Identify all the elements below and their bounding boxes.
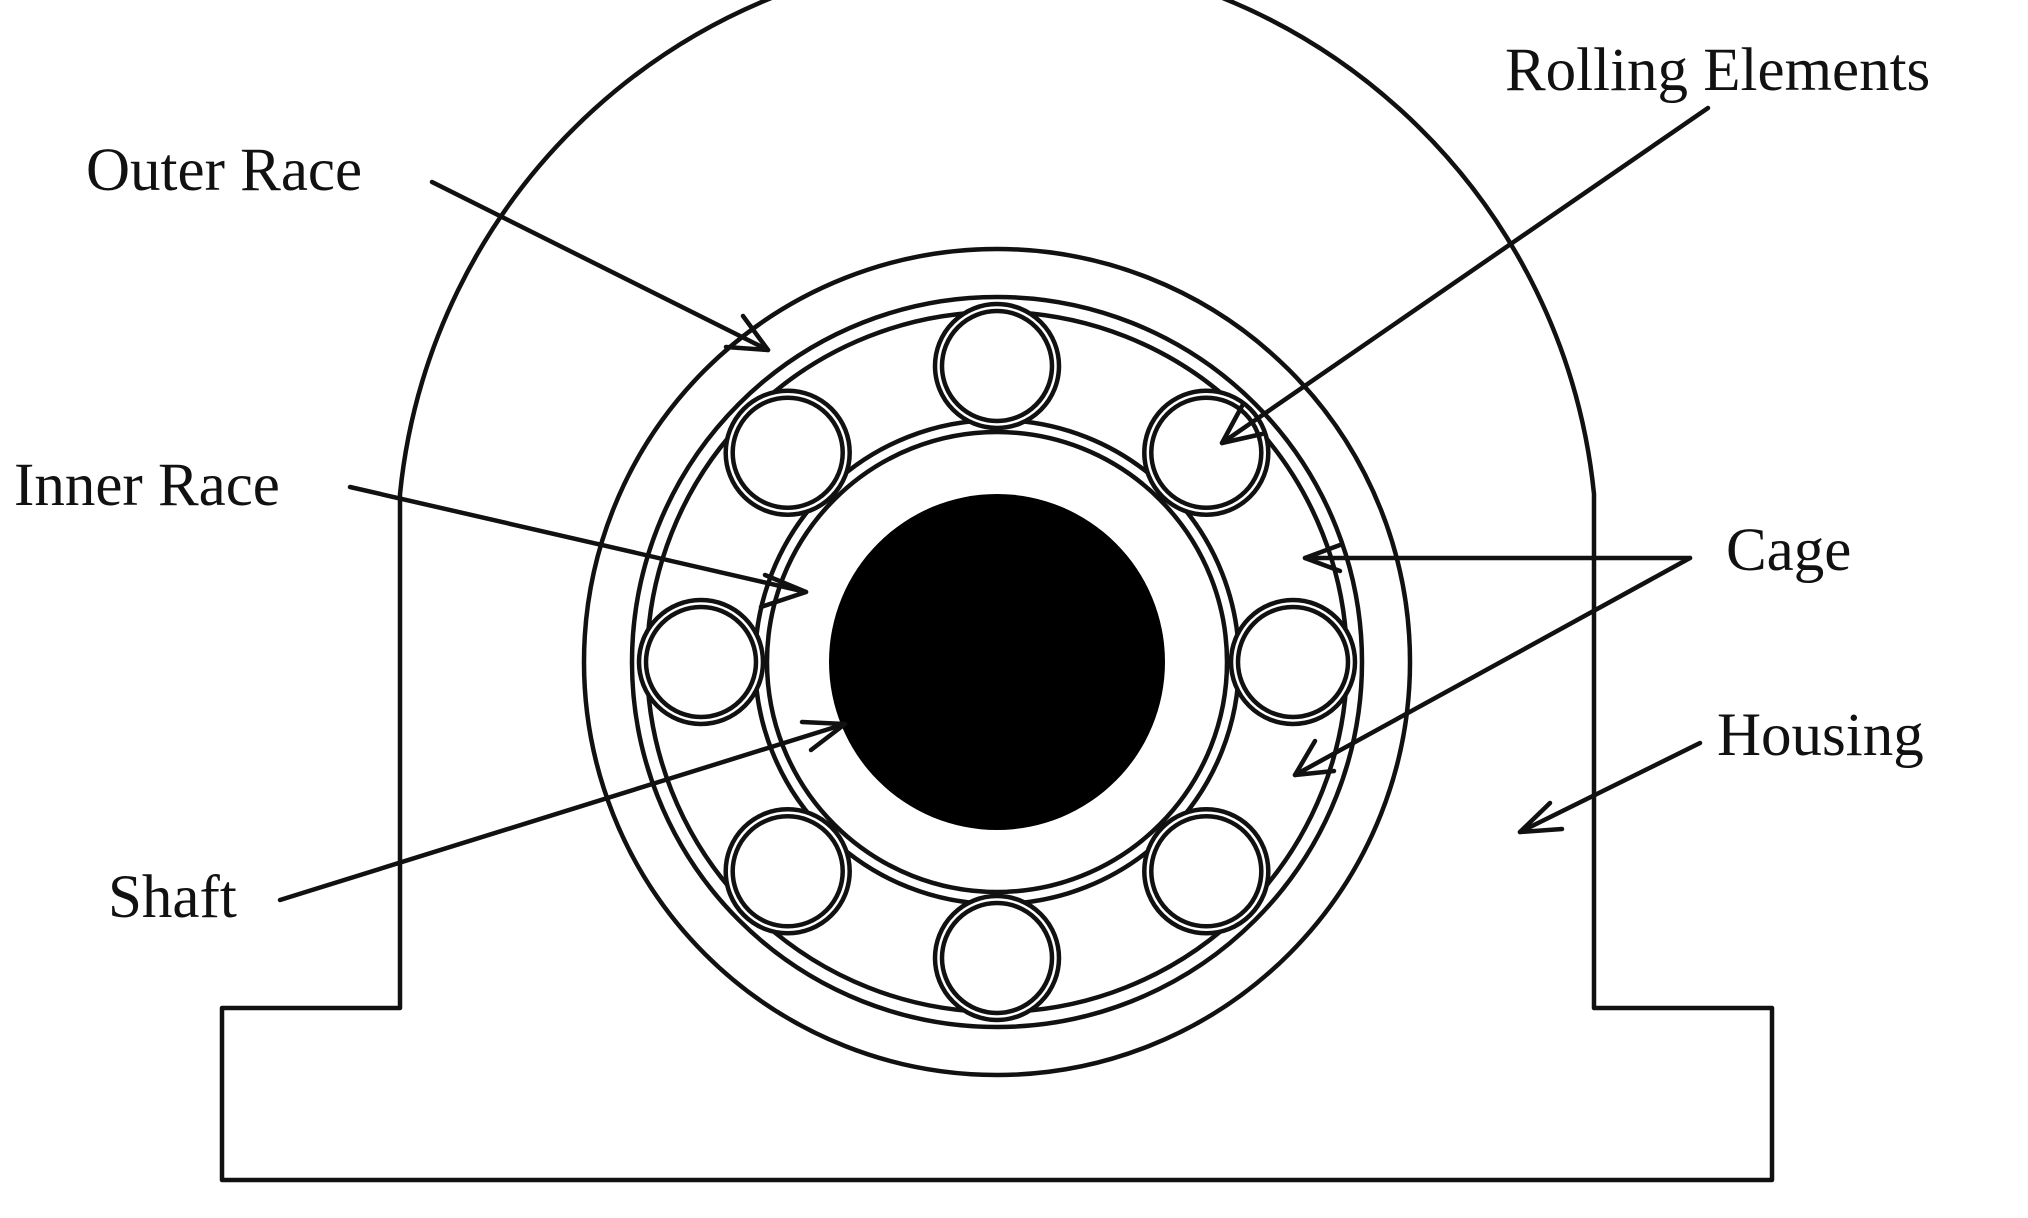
leader-inner-race [347,484,809,610]
shaft [829,494,1165,830]
inner-race-outer-edge [764,429,1230,895]
leader-rolling-elements [1219,105,1711,446]
rolling-element-ball [643,604,759,720]
leader-cage-upper [1302,542,1693,574]
label-rolling-elements: Rolling Elements [1505,37,1930,104]
label-housing: Housing [1717,702,1924,769]
rolling-element-ball [730,814,845,929]
rolling-element-ball [1235,604,1351,720]
leader-housing [1517,740,1703,835]
label-shaft: Shaft [108,864,237,931]
label-outer-race: Outer Race [86,137,362,204]
housing-outline [219,0,1775,1183]
rolling-element-ball [939,900,1055,1016]
leader-outer-race [429,179,771,353]
rolling-element-ball [1149,814,1264,929]
rolling-element-ball [1149,395,1264,510]
outer-race-inner-edge [629,294,1365,1030]
leader-shaft [277,719,848,903]
outer-race-outer-edge [581,246,1413,1078]
rolling-element-ball [939,308,1055,424]
rolling-elements-group [636,301,1358,1023]
rolling-element-ball [730,395,845,510]
label-inner-race: Inner Race [14,452,280,519]
leader-cage-lower [1292,555,1693,778]
label-cage: Cage [1726,517,1851,584]
